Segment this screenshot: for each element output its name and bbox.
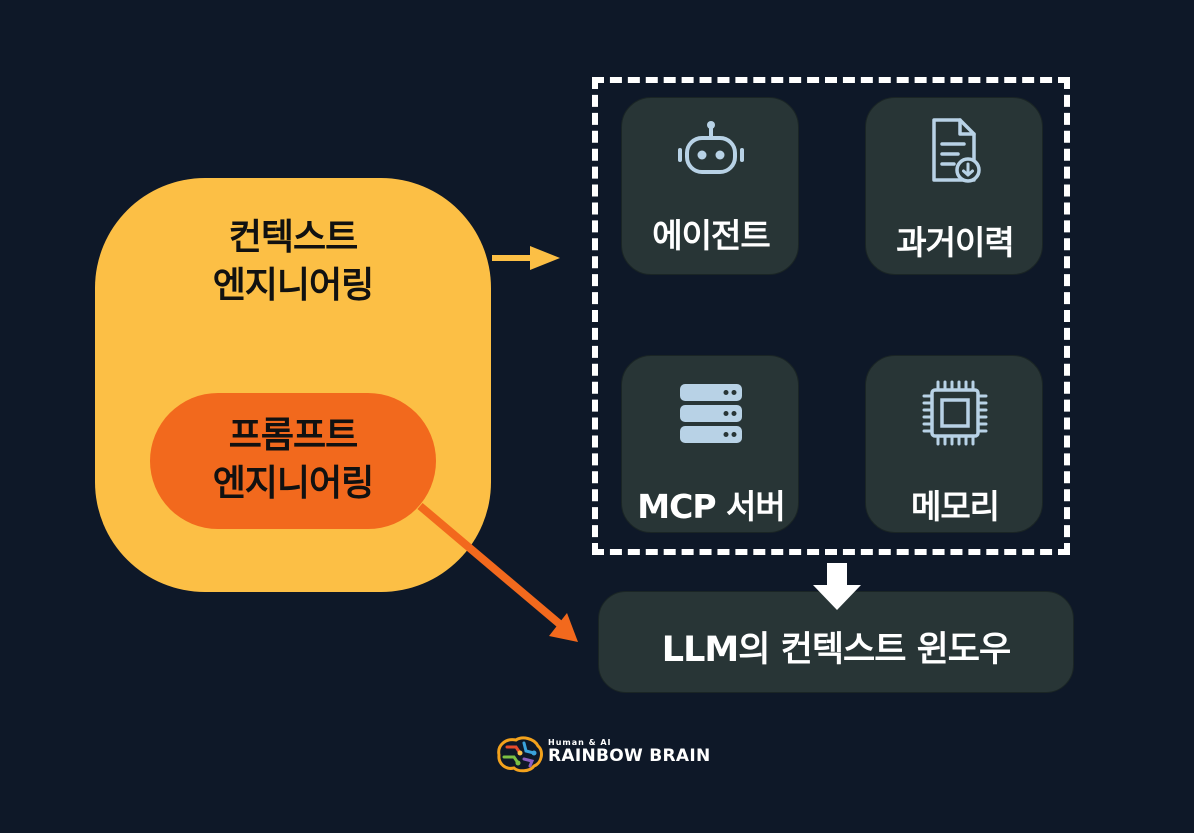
component-tile-memory: 메모리 xyxy=(865,355,1043,533)
prompt-engineering-line1: 프롬프트 xyxy=(228,415,358,456)
context-components-container xyxy=(592,77,1070,555)
robot-icon xyxy=(678,121,744,174)
component-tile-history: 과거이력 xyxy=(865,97,1043,275)
document-icon xyxy=(932,118,981,183)
component-label-memory: 메모리 xyxy=(910,487,1000,526)
context-to-components-arrow xyxy=(492,246,560,270)
prompt-engineering-pill xyxy=(150,393,436,529)
context-engineering-line1: 컨텍스트 xyxy=(228,217,358,258)
component-tile-agent: 에이전트 xyxy=(621,97,799,275)
component-label-agent: 에이전트 xyxy=(652,216,770,255)
chip-icon xyxy=(922,380,988,446)
llm-context-window-label: LLM의 컨텍스트 윈도우 xyxy=(661,630,1011,670)
component-label-history: 과거이력 xyxy=(896,223,1014,262)
prompt-engineering-line2: 엔지니어링 xyxy=(212,463,375,504)
rainbow-brain-logo-icon xyxy=(497,736,543,773)
context-engineering-line2: 엔지니어링 xyxy=(212,265,375,306)
prompt-engineering-label: 프롬프트 엔지니어링 xyxy=(150,412,436,508)
server-icon xyxy=(680,384,742,443)
component-label-mcp-server: MCP 서버 xyxy=(637,487,785,526)
component-tile-mcp-server: MCP 서버 xyxy=(621,355,799,533)
context-engineering-label: 컨텍스트 엔지니어링 xyxy=(95,214,491,310)
brand-name: RAINBOW BRAIN xyxy=(548,746,711,766)
brand-tagline: Human & AI xyxy=(548,738,612,747)
